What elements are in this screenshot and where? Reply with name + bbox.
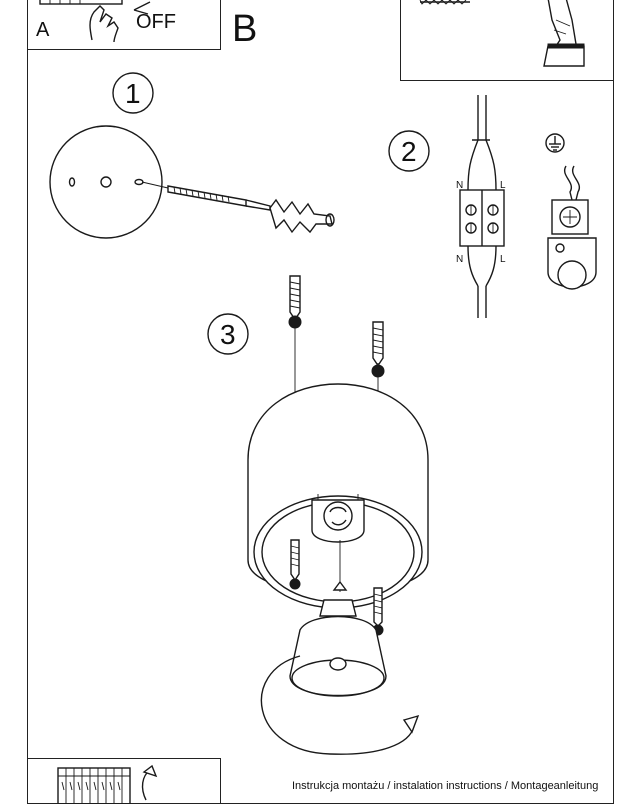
wire-label-n-bottom: N bbox=[456, 254, 463, 265]
drill-icon bbox=[419, 0, 585, 67]
plate-slot-left bbox=[68, 177, 76, 187]
hand-switch-icon bbox=[39, 0, 151, 43]
ceiling-dowel-left bbox=[288, 275, 302, 392]
ground-terminal bbox=[547, 199, 597, 290]
panel-b-top-frame bbox=[400, 0, 614, 81]
plate-center-hole bbox=[100, 176, 112, 188]
wire-label-l-bottom: L bbox=[500, 254, 506, 265]
instructions-caption: Instrukcja montażu / instalation instruc… bbox=[292, 780, 599, 792]
step-1: 1 bbox=[49, 72, 335, 239]
step-1-number: 1 bbox=[125, 78, 141, 109]
step-2-badge bbox=[388, 130, 430, 172]
rotate-arrow-icon bbox=[260, 655, 420, 755]
fixing-screw-right bbox=[372, 587, 384, 636]
panel-a-frame bbox=[27, 0, 221, 50]
gu10-socket bbox=[311, 494, 365, 543]
step-1-badge bbox=[112, 72, 154, 114]
switch-off-label: OFF bbox=[136, 11, 176, 33]
circuit-breaker-icon bbox=[57, 764, 158, 804]
step-3-number: 3 bbox=[220, 319, 236, 350]
panel-a-letter: A bbox=[36, 19, 50, 41]
ceiling-dowel-right bbox=[371, 321, 385, 392]
step-3: 3 bbox=[207, 275, 429, 755]
wire-label-n-top: N bbox=[456, 180, 463, 191]
mounting-plate bbox=[49, 125, 163, 239]
step-2-number: 2 bbox=[401, 136, 417, 167]
screw-icon bbox=[141, 181, 271, 211]
ground-symbol-icon bbox=[545, 133, 565, 153]
step-2: 2 N L N L bbox=[388, 95, 597, 318]
fixing-screw-left bbox=[289, 539, 301, 590]
panel-b-letter: B bbox=[232, 8, 258, 50]
step-3-badge bbox=[207, 313, 249, 355]
lamp-cylinder bbox=[247, 383, 429, 609]
gu10-bulb bbox=[289, 599, 387, 697]
wall-dowel-icon bbox=[269, 198, 335, 234]
wire-label-l-top: L bbox=[500, 180, 506, 191]
